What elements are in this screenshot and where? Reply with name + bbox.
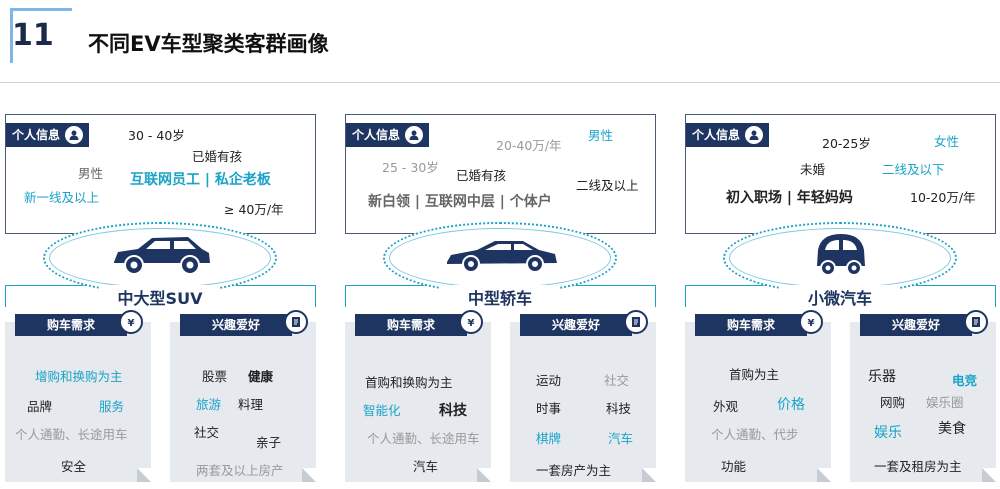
profile-word: 女性	[934, 134, 960, 149]
profile-word: 25 - 30岁	[382, 160, 439, 175]
need-item: 价格	[777, 397, 805, 413]
user-icon	[65, 126, 84, 144]
hobby-item: 一套及租房为主	[874, 459, 962, 474]
section-number: 11	[12, 18, 54, 53]
svg-text:¥: ¥	[128, 318, 135, 328]
hobby-tag: 兴趣爱好	[520, 314, 632, 336]
coin-icon: ¥	[799, 310, 823, 334]
profile-tag: 个人信息	[346, 123, 430, 147]
hobby-item: 网购	[880, 395, 906, 410]
needs-card-suv: 购车需求 ¥ 增购和换购为主 品牌 服务 个人通勤、长途用车 安全	[5, 310, 151, 482]
hobby-item: 健康	[248, 369, 274, 384]
need-item: 智能化	[363, 403, 401, 418]
header-divider	[0, 82, 1000, 83]
profile-word: 已婚有孩	[192, 149, 243, 164]
document-icon	[624, 310, 648, 334]
need-item: 个人通勤、长途用车	[367, 431, 480, 446]
profile-box-suv: 个人信息 30 - 40岁 已婚有孩 男性 互联网员工 | 私企老板 新一线及以…	[5, 114, 316, 234]
need-item: 首购为主	[729, 367, 780, 382]
profile-word: 30 - 40岁	[128, 128, 185, 143]
hobby-item: 科技	[606, 401, 632, 416]
need-item: 个人通勤、长途用车	[15, 427, 128, 442]
need-item: 科技	[439, 403, 467, 419]
hobby-item: 乐器	[868, 369, 896, 385]
hobby-item: 汽车	[608, 431, 634, 446]
profile-word: ≥ 40万/年	[224, 202, 284, 217]
mini-car-icon	[817, 234, 865, 276]
profile-tag: 个人信息	[686, 123, 770, 147]
profile-word: 20-40万/年	[496, 138, 562, 153]
need-item: 安全	[61, 459, 87, 474]
hobby-item: 股票	[202, 369, 228, 384]
vehicle-oval-mini	[723, 222, 957, 294]
hobby-card-mini: 兴趣爱好 乐器 电竞 网购 娱乐圈 娱乐 美食 一套及租房为主	[850, 310, 996, 482]
profile-box-mini: 个人信息 20-25岁 女性 未婚 二线及以下 初入职场 | 年轻妈妈 10-2…	[685, 114, 996, 234]
need-item: 首购和换购为主	[365, 375, 453, 390]
hobby-item: 美食	[938, 421, 966, 437]
vehicle-oval-sedan	[383, 222, 617, 294]
profile-tag: 个人信息	[6, 123, 90, 147]
need-item: 外观	[713, 399, 739, 414]
profile-word: 未婚	[800, 162, 826, 177]
hobby-item: 时事	[536, 401, 562, 416]
user-icon	[405, 126, 424, 144]
profile-box-sedan: 个人信息 20-40万/年 男性 25 - 30岁 已婚有孩 二线及以上 新白领…	[345, 114, 656, 234]
profile-word: 20-25岁	[822, 136, 871, 151]
profile-word: 互联网员工 | 私企老板	[130, 172, 271, 188]
hobby-item: 娱乐	[874, 425, 902, 441]
hobby-item: 料理	[238, 397, 264, 412]
need-item: 服务	[99, 399, 125, 414]
hobby-item: 一套房产为主	[536, 463, 612, 478]
needs-card-sedan: 购车需求 ¥ 首购和换购为主 智能化 科技 个人通勤、长途用车 汽车	[345, 310, 491, 482]
suv-icon	[114, 237, 210, 275]
vehicle-label-suv: 中大型SUV	[100, 285, 220, 309]
need-item: 功能	[721, 459, 747, 474]
hobby-item: 电竞	[952, 373, 978, 388]
hobby-item: 娱乐圈	[926, 395, 964, 410]
hobby-item: 亲子	[256, 435, 282, 450]
need-item: 品牌	[27, 399, 53, 414]
hobby-item: 社交	[194, 425, 220, 440]
profile-word: 二线及以上	[576, 178, 639, 193]
vehicle-oval-suv	[43, 222, 277, 294]
hobby-item: 社交	[604, 373, 630, 388]
profile-word: 初入职场 | 年轻妈妈	[726, 190, 853, 206]
hobby-card-sedan: 兴趣爱好 运动 社交 时事 科技 棋牌 汽车 一套房产为主	[510, 310, 656, 482]
needs-card-mini: 购车需求 ¥ 首购为主 外观 价格 个人通勤、代步 功能	[685, 310, 831, 482]
needs-tag: 购车需求	[695, 314, 807, 336]
profile-word: 男性	[78, 166, 104, 181]
coin-icon: ¥	[119, 310, 143, 334]
profile-word: 已婚有孩	[456, 168, 507, 183]
hobby-tag: 兴趣爱好	[860, 314, 972, 336]
hobby-item: 两套及以上房产	[196, 463, 284, 478]
svg-text:¥: ¥	[808, 318, 815, 328]
document-icon	[284, 310, 308, 334]
svg-text:¥: ¥	[468, 318, 475, 328]
needs-tag: 购车需求	[15, 314, 127, 336]
hobby-card-suv: 兴趣爱好 股票 健康 旅游 料理 社交 亲子 两套及以上房产	[170, 310, 316, 482]
needs-tag: 购车需求	[355, 314, 467, 336]
user-icon	[745, 126, 764, 144]
profile-word: 10-20万/年	[910, 190, 976, 205]
hobby-item: 旅游	[196, 397, 222, 412]
document-icon	[964, 310, 988, 334]
need-item: 汽车	[413, 459, 439, 474]
need-item: 增购和换购为主	[35, 369, 123, 384]
hobby-item: 运动	[536, 373, 562, 388]
vehicle-label-mini: 小微汽车	[780, 285, 900, 309]
header-accent	[10, 8, 72, 63]
profile-word: 新一线及以上	[24, 190, 100, 205]
profile-word: 男性	[588, 128, 614, 143]
vehicle-label-sedan: 中型轿车	[440, 285, 560, 309]
profile-word: 新白领 | 互联网中层 | 个体户	[368, 194, 552, 210]
need-item: 个人通勤、代步	[711, 427, 799, 442]
hobby-item: 棋牌	[536, 431, 562, 446]
profile-word: 二线及以下	[882, 162, 945, 177]
coin-icon: ¥	[459, 310, 483, 334]
sedan-icon	[447, 241, 557, 273]
page-title: 不同EV车型聚类客群画像	[88, 32, 329, 56]
hobby-tag: 兴趣爱好	[180, 314, 292, 336]
